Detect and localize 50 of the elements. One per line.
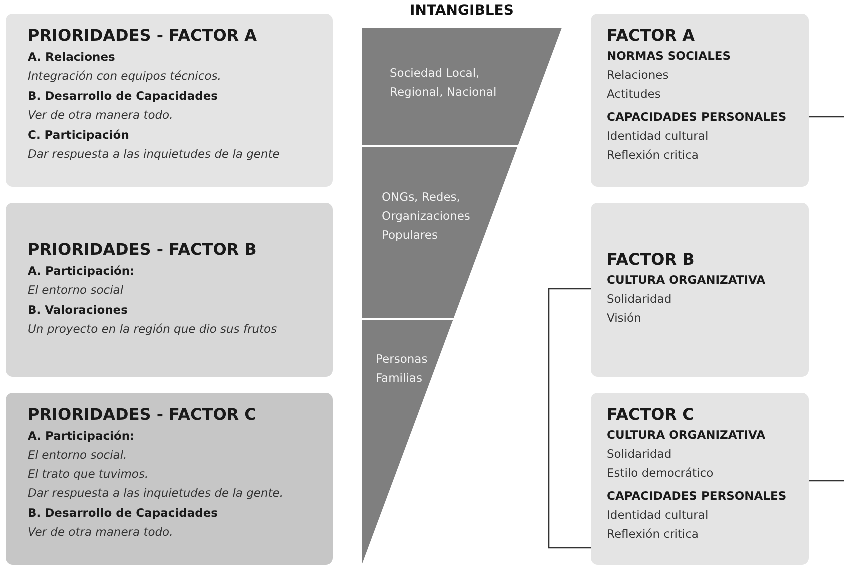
connector-line xyxy=(809,480,844,482)
item-text: Solidaridad xyxy=(607,446,673,463)
factor-card xyxy=(591,393,809,565)
band-label: ONGs, Redes, Organizaciones Populares xyxy=(382,189,472,244)
item-heading: B. Valoraciones xyxy=(28,302,129,319)
item-heading: B. Desarrollo de Capacidades xyxy=(28,88,219,105)
band-label: Personas Familias xyxy=(376,351,429,387)
item-text: Dar respuesta a las inquietudes de la gente. xyxy=(28,485,285,502)
card-heading: FACTOR B xyxy=(607,249,696,271)
factor-card xyxy=(591,203,809,377)
item-text: Dar respuesta a las inquietudes de la gente xyxy=(28,146,281,163)
item-heading: A. Relaciones xyxy=(28,49,116,66)
funnel-title: INTANGIBLES xyxy=(409,3,515,19)
item-heading: CAPACIDADES PERSONALES xyxy=(607,488,788,505)
card-heading: FACTOR C xyxy=(607,404,696,426)
card-heading: PRIORIDADES - FACTOR A xyxy=(28,25,258,47)
item-text: Ver de otra manera todo. xyxy=(28,107,174,124)
item-text: Relaciones xyxy=(607,67,670,84)
item-text: El entorno social xyxy=(28,282,125,299)
item-text: Estilo democrático xyxy=(607,465,715,482)
band-label: Sociedad Local, Regional, Nacional xyxy=(390,65,498,101)
item-text: Integración con equipos técnicos. xyxy=(28,68,222,85)
card-heading: FACTOR A xyxy=(607,25,696,47)
factor-card xyxy=(591,14,809,187)
item-text: Actitudes xyxy=(607,86,662,103)
item-text: Un proyecto en la región que dio sus frutos xyxy=(28,321,278,338)
priority-card xyxy=(6,14,333,187)
connector-line xyxy=(809,116,844,118)
item-text: Identidad cultural xyxy=(607,128,710,145)
item-text: Identidad cultural xyxy=(607,507,710,524)
item-heading: CULTURA ORGANIZATIVA xyxy=(607,272,767,289)
item-text: Visión xyxy=(607,310,642,327)
item-text: Reflexión critica xyxy=(607,147,700,164)
item-heading: CAPACIDADES PERSONALES xyxy=(607,109,788,126)
item-text: Solidaridad xyxy=(607,291,673,308)
item-heading: C. Participación xyxy=(28,127,130,144)
item-text: Ver de otra manera todo. xyxy=(28,524,174,541)
item-heading: B. Desarrollo de Capacidades xyxy=(28,505,219,522)
priority-card xyxy=(6,393,333,565)
connector-line xyxy=(548,288,591,549)
item-heading: A. Participación: xyxy=(28,428,136,445)
item-text: Reflexión critica xyxy=(607,526,700,543)
card-heading: PRIORIDADES - FACTOR C xyxy=(28,404,258,426)
card-heading: PRIORIDADES - FACTOR B xyxy=(28,239,258,261)
item-heading: NORMAS SOCIALES xyxy=(607,48,732,65)
item-heading: CULTURA ORGANIZATIVA xyxy=(607,427,767,444)
item-text: El trato que tuvimos. xyxy=(28,466,150,483)
priority-card xyxy=(6,203,333,377)
item-text: El entorno social. xyxy=(28,447,128,464)
item-heading: A. Participación: xyxy=(28,263,136,280)
